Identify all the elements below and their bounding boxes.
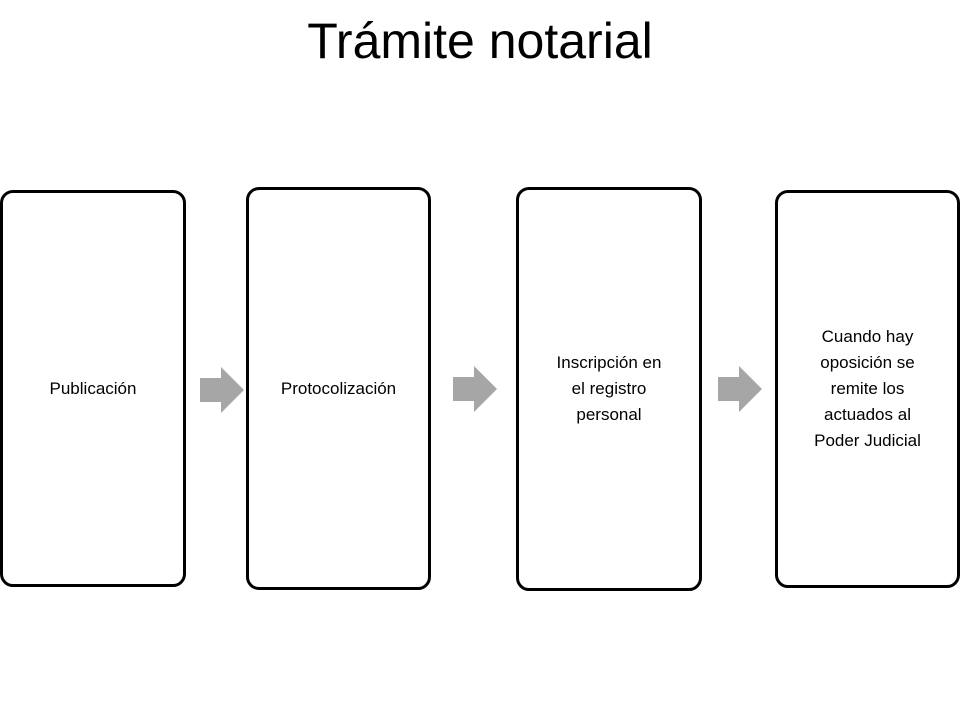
step-label: Inscripción en el registro personal — [556, 353, 662, 424]
step-box-protocolizacion: Protocolización — [246, 187, 431, 590]
step-label: Cuando hay oposición se remite los actua… — [814, 327, 921, 450]
step-label: Publicación — [49, 378, 137, 398]
step-box-oposicion: Cuando hay oposición se remite los actua… — [775, 190, 960, 588]
page-title: Trámite notarial — [307, 13, 653, 69]
right-arrow-icon — [718, 366, 762, 412]
step-box-publicacion: Publicación — [0, 190, 186, 587]
step-box-inscripcion: Inscripción en el registro personal — [516, 187, 702, 591]
step-label: Protocolización — [280, 378, 397, 398]
right-arrow-icon — [200, 367, 244, 413]
right-arrow-icon — [453, 366, 497, 412]
